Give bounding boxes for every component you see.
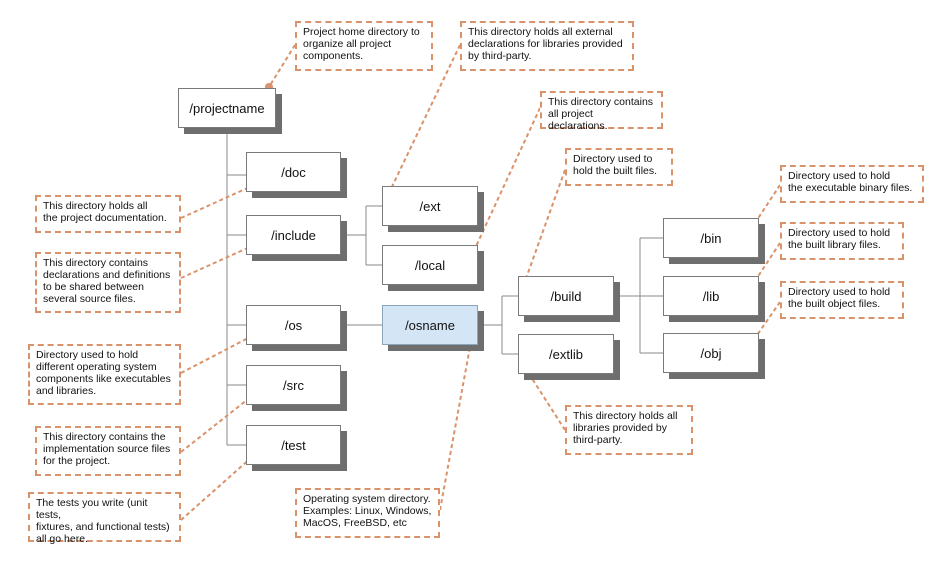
note-osname: Operating system directory. Examples: Li… (295, 488, 440, 538)
node-extlib: /extlib (518, 334, 614, 374)
note-bin: Directory used to hold the executable bi… (780, 165, 924, 203)
node-test: /test (246, 425, 341, 465)
node-osname: /osname (382, 305, 478, 345)
note-include: This directory contains declarations and… (35, 252, 181, 313)
node-projectname: /projectname (178, 88, 276, 128)
note-extlib: This directory holds all libraries provi… (565, 405, 693, 455)
callout-lines (180, 44, 781, 521)
node-ext: /ext (382, 186, 478, 226)
node-src: /src (246, 365, 341, 405)
note-doc: This directory holds all the project doc… (35, 195, 181, 233)
note-os: Directory used to hold different operati… (28, 344, 181, 405)
node-obj: /obj (663, 333, 759, 373)
node-os: /os (246, 305, 341, 345)
node-local: /local (382, 245, 478, 285)
note-obj: Directory used to hold the built object … (780, 281, 904, 319)
note-src: This directory contains the implementati… (35, 426, 181, 476)
note-lib: Directory used to hold the built library… (780, 222, 904, 260)
note-ext: This directory holds all external declar… (460, 21, 634, 71)
note-projectname: Project home directory to organize all p… (295, 21, 433, 71)
note-build: Directory used to hold the built files. (565, 148, 673, 186)
note-test: The tests you write (unit tests, fixture… (28, 492, 181, 545)
node-bin: /bin (663, 218, 759, 258)
node-lib: /lib (663, 276, 759, 316)
node-include: /include (246, 215, 341, 255)
node-build: /build (518, 276, 614, 316)
tree-lines (226, 128, 663, 446)
note-local: This directory contains all project decl… (540, 91, 663, 132)
node-doc: /doc (246, 152, 341, 192)
